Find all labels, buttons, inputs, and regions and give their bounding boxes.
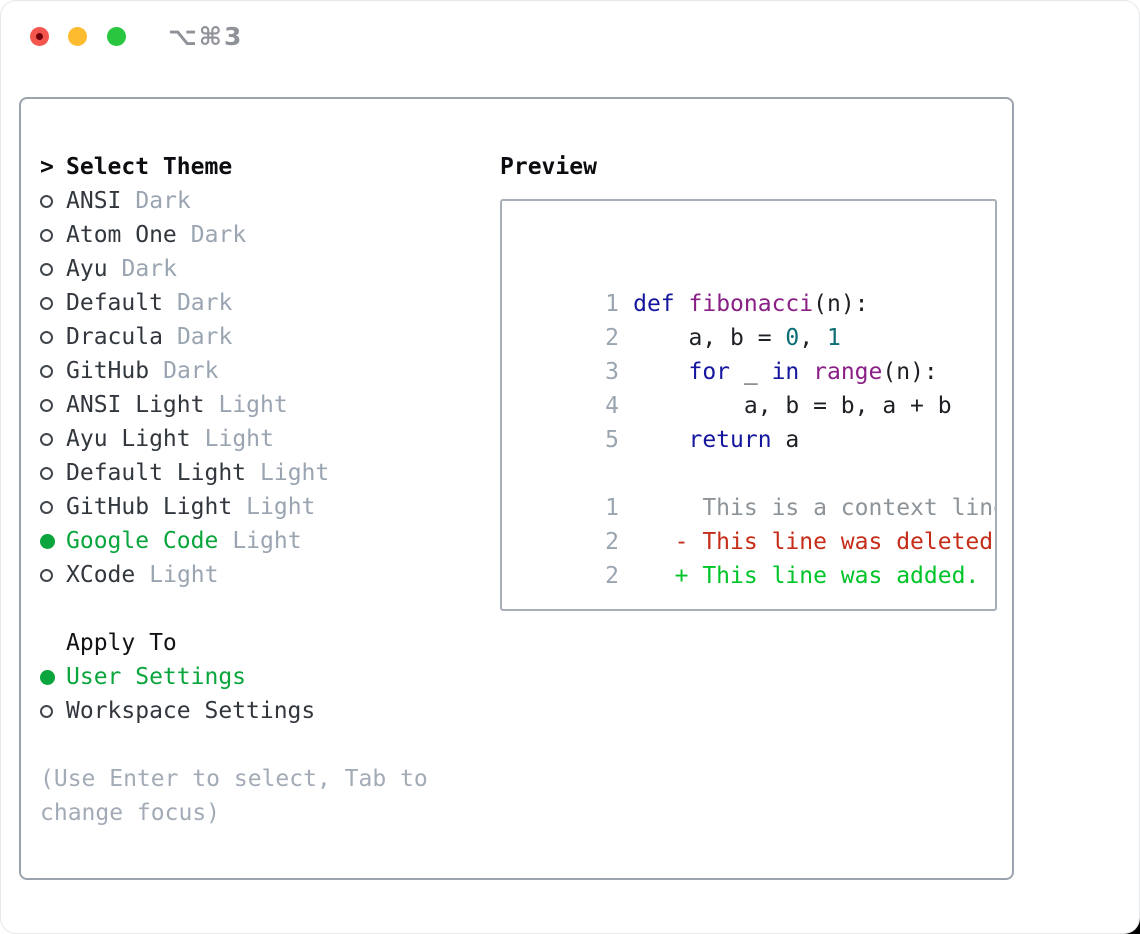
- line-number: 4: [605, 393, 619, 419]
- minimize-button[interactable]: [68, 27, 87, 46]
- theme-option-default-light[interactable]: Default Light Light: [40, 456, 428, 490]
- code-line: 2 a, b = 0, 1: [522, 287, 995, 351]
- prompt-caret-icon: >: [40, 154, 54, 180]
- apply-option-label: Workspace Settings: [66, 698, 316, 724]
- theme-name: ANSI: [66, 188, 122, 214]
- theme-option-github-light[interactable]: GitHub Light Light: [40, 490, 428, 524]
- theme-name: Default Light: [66, 460, 247, 486]
- zoom-button[interactable]: [107, 27, 126, 46]
- code-line: 5 return a: [522, 389, 995, 453]
- close-dot-icon: [36, 33, 43, 40]
- theme-tag: Dark: [176, 290, 233, 316]
- select-theme-title: Select Theme: [66, 154, 233, 180]
- radio-icon: [40, 568, 53, 582]
- line-number: 1: [605, 291, 619, 317]
- theme-name: GitHub Light: [66, 494, 233, 520]
- radio-selected-icon: [40, 533, 55, 549]
- theme-list: > Select Theme ANSI Dark Atom One Dark A…: [40, 150, 428, 830]
- radio-selected-icon: [40, 669, 55, 685]
- line-number: 2: [605, 529, 619, 555]
- theme-option-github-dark[interactable]: GitHub Dark: [40, 354, 428, 388]
- theme-tag: Light: [149, 562, 219, 588]
- radio-icon: [40, 398, 53, 412]
- theme-name: Atom One: [66, 222, 177, 248]
- close-button[interactable]: [30, 27, 49, 46]
- apply-option-workspace-settings[interactable]: Workspace Settings: [40, 694, 428, 728]
- preview-title: Preview: [500, 154, 597, 180]
- theme-option-ayu-light[interactable]: Ayu Light Light: [40, 422, 428, 456]
- theme-option-ansi-light[interactable]: ANSI Light Light: [40, 388, 428, 422]
- theme-tag: Dark: [135, 188, 191, 214]
- theme-option-dracula-dark[interactable]: Dracula Dark: [40, 320, 428, 354]
- theme-name: Ayu Light: [66, 426, 191, 452]
- help-text-line1: (Use Enter to select, Tab to: [40, 766, 428, 792]
- theme-tag: Dark: [121, 256, 177, 282]
- select-theme-header: > Select Theme: [40, 150, 428, 184]
- apply-to-header: Apply To: [40, 626, 428, 660]
- theme-name: Google Code: [66, 528, 219, 554]
- code-line: 3 for _ in range(n):: [522, 321, 995, 385]
- theme-tag: Light: [232, 528, 302, 554]
- theme-tag: Light: [204, 426, 274, 452]
- radio-icon: [40, 194, 53, 208]
- line-number: 1: [605, 495, 619, 521]
- theme-option-xcode-light[interactable]: XCode Light: [40, 558, 428, 592]
- theme-name: GitHub: [66, 358, 150, 384]
- apply-option-label: User Settings: [66, 664, 247, 690]
- radio-icon: [40, 262, 53, 276]
- window-title-shortcut: ⌥⌘3: [168, 22, 244, 51]
- theme-tag: Light: [246, 494, 316, 520]
- theme-option-ayu-dark[interactable]: Ayu Dark: [40, 252, 428, 286]
- line-number: 2: [605, 325, 619, 351]
- theme-option-atom-one-dark[interactable]: Atom One Dark: [40, 218, 428, 252]
- line-number: 3: [605, 359, 619, 385]
- theme-name: Default: [66, 290, 163, 316]
- theme-option-ansi-dark[interactable]: ANSI Dark: [40, 184, 428, 218]
- theme-name: XCode: [66, 562, 136, 588]
- apply-to-title: Apply To: [66, 630, 177, 656]
- spacer: [40, 728, 428, 762]
- radio-icon: [40, 330, 53, 344]
- theme-option-default-dark[interactable]: Default Dark: [40, 286, 428, 320]
- theme-tag: Dark: [176, 324, 233, 350]
- theme-option-google-code-light[interactable]: Google Code Light: [40, 524, 428, 558]
- radio-icon: [40, 500, 53, 514]
- theme-name: ANSI Light: [66, 392, 205, 418]
- radio-icon: [40, 228, 53, 242]
- radio-icon: [40, 704, 53, 718]
- theme-tag: Dark: [190, 222, 247, 248]
- spacer: [40, 592, 428, 626]
- theme-name: Ayu: [66, 256, 108, 282]
- code-line: 4 a, b = b, a + b: [522, 355, 995, 419]
- theme-tag: Light: [218, 392, 288, 418]
- radio-icon: [40, 364, 53, 378]
- theme-tag: Light: [260, 460, 330, 486]
- theme-tag: Dark: [163, 358, 219, 384]
- apply-option-user-settings[interactable]: User Settings: [40, 660, 428, 694]
- diff-deleted-line: 2 - This line was deleted.: [522, 491, 995, 555]
- diff-added-line: 2 + This line was added.: [522, 525, 995, 589]
- radio-icon: [40, 296, 53, 310]
- radio-icon: [40, 432, 53, 446]
- line-number: 2: [605, 563, 619, 589]
- radio-icon: [40, 466, 53, 480]
- help-text-line2: change focus): [40, 800, 221, 826]
- theme-name: Dracula: [66, 324, 163, 350]
- theme-picker-panel: [19, 97, 1014, 880]
- diff-context-line: 1 This is a context line.: [522, 457, 995, 521]
- line-number: 5: [605, 427, 619, 453]
